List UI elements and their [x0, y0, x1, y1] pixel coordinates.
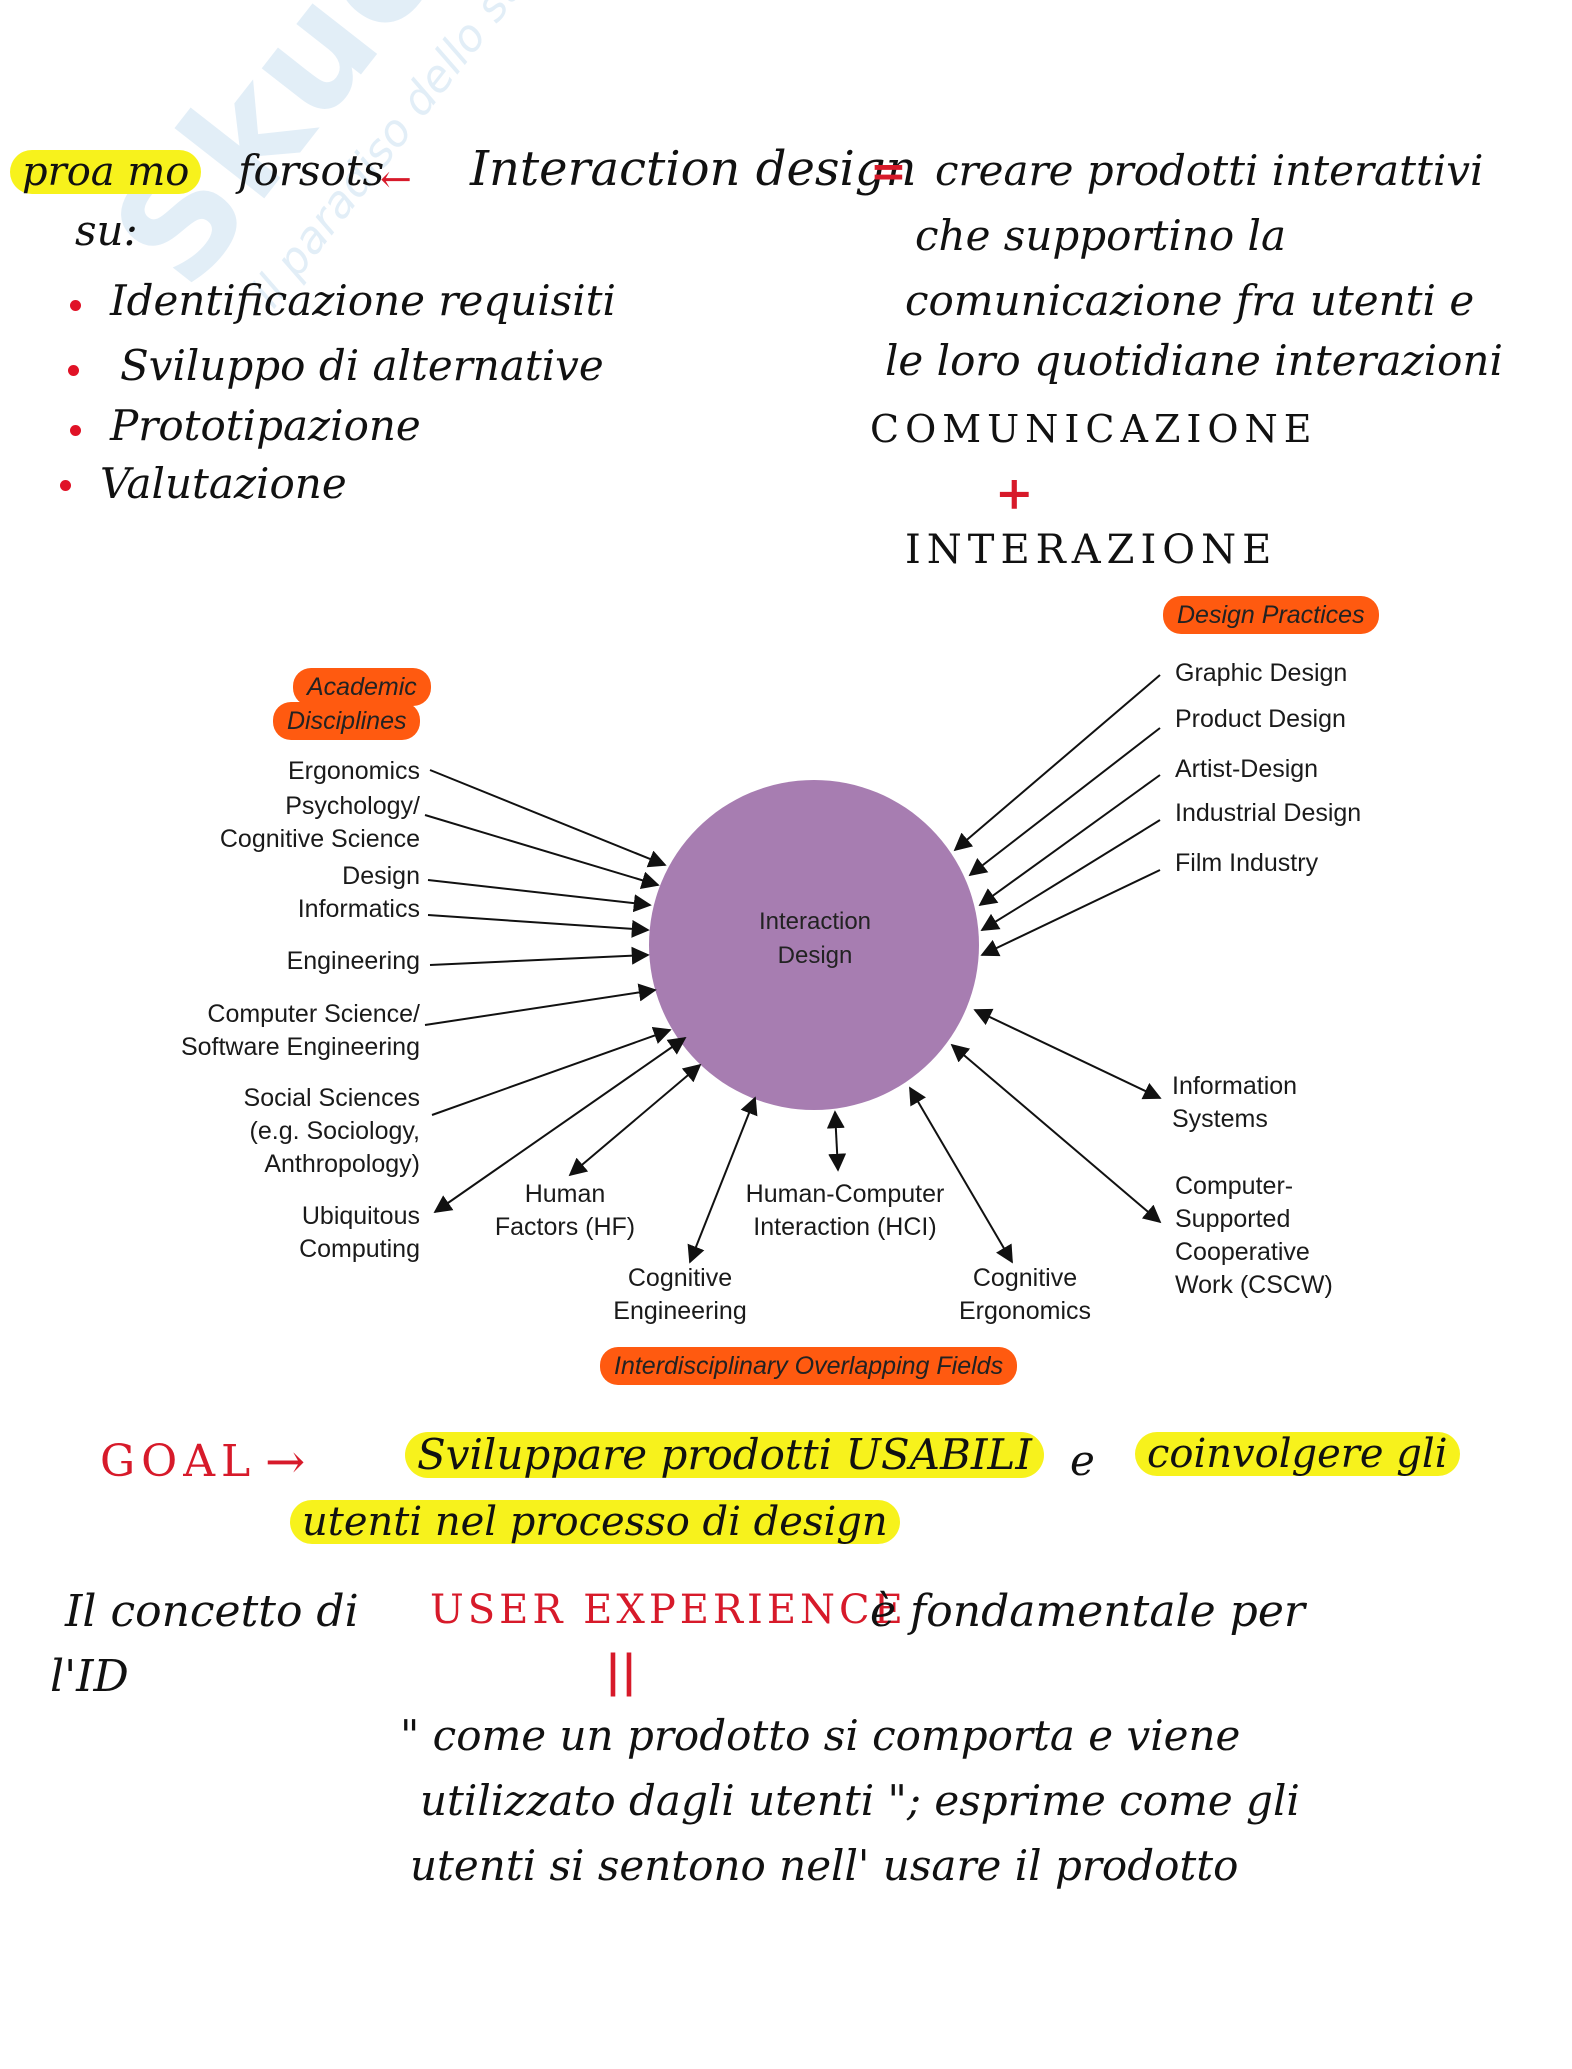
arrow-industrial-design: [980, 819, 1161, 931]
arrow-product-design: [968, 727, 1161, 877]
label-ergonomics: Ergonomics: [288, 757, 420, 785]
arrow-design: [427, 879, 652, 913]
arrow-artist-design: [978, 774, 1161, 907]
arrow-graphic-design: [953, 674, 1161, 852]
label-product-design: Product Design: [1175, 705, 1346, 733]
goal-label: GOAL: [100, 1436, 257, 1487]
arrow-cscw: [950, 1043, 1162, 1224]
quote-line: utilizzato dagli utenti "; esprime come …: [420, 1776, 1300, 1825]
bullet-item: Identificazione requisiti: [110, 276, 616, 325]
label-computer-science: Computer Science/ Software Engineering: [180, 1000, 420, 1061]
equals-sign: =: [870, 146, 907, 197]
label-social-sciences: Social Sciences (e.g. Sociology, Anthrop…: [243, 1084, 420, 1178]
arrow-info-sys: [973, 1008, 1162, 1100]
pill-disciplines: Disciplines: [273, 702, 421, 740]
arrow-ergonomics: [429, 769, 667, 868]
plus-sign: +: [995, 466, 1034, 520]
label-psychology: Psychology/ Cognitive Science: [219, 792, 420, 853]
label-industrial-design: Industrial Design: [1175, 799, 1362, 827]
center-label: Interaction Design: [758, 908, 872, 969]
goal-text-highlighted: utenti nel processo di design: [290, 1500, 900, 1544]
note-word-highlighted: proa mo: [10, 150, 202, 194]
label-hci: Human-Computer Interaction (HCI): [745, 1180, 945, 1241]
arrow-hf: [568, 1063, 702, 1177]
arrow-film-industry: [980, 869, 1161, 957]
label-engineering: Engineering: [286, 947, 420, 975]
goal-text-highlighted: Sviluppare prodotti USABILI: [405, 1432, 1044, 1478]
pill-design-practices: Design Practices: [1163, 596, 1379, 634]
ux-text: Il concetto di: [65, 1586, 359, 1637]
goal-text-highlighted: coinvolgere gli: [1135, 1432, 1460, 1476]
arrow-psychology: [424, 814, 660, 889]
interazione-word: INTERAZIONE: [905, 527, 1278, 573]
label-graphic-design: Graphic Design: [1175, 659, 1348, 687]
quote-line: " come un prodotto si comporta e viene: [400, 1711, 1241, 1760]
ux-term: USER EXPERIENCE: [430, 1587, 907, 1633]
goal-conjunction: e: [1070, 1436, 1095, 1485]
goal-arrow-icon: →: [265, 1434, 306, 1490]
bullet-item: Valutazione: [100, 459, 347, 508]
comunicazione-word: COMUNICAZIONE: [870, 407, 1318, 451]
label-information-systems: Information Systems: [1172, 1072, 1298, 1133]
label-cognitive-ergonomics: Cognitive Ergonomics: [959, 1264, 1091, 1325]
arrow-engineering: [429, 946, 650, 966]
note-word: su:: [75, 206, 138, 255]
arrow-left-icon: ←: [380, 157, 412, 201]
label-informatics: Informatics: [297, 895, 420, 923]
definition-line: creare prodotti interattivi: [935, 146, 1484, 195]
arrow-hci: [826, 1110, 847, 1172]
equivalence-mark: ||: [605, 1646, 638, 1697]
quote-line: utenti si sentono nell' usare il prodott…: [410, 1841, 1239, 1890]
bullet-item: Sviluppo di alternative: [120, 341, 604, 390]
bullet-dot: [68, 365, 79, 376]
arrow-cog-eng: [687, 1096, 758, 1264]
label-cscw: Computer- Supported Cooperative Work (CS…: [1175, 1172, 1333, 1299]
label-human-factors: Human Factors (HF): [494, 1180, 636, 1241]
pill-academic: Academic: [293, 668, 431, 706]
definition-line: comunicazione fra utenti e: [905, 276, 1475, 325]
label-ubiquitous: Ubiquitous Computing: [299, 1202, 420, 1263]
interaction-design-circle: [649, 780, 979, 1110]
bullet-dot: [60, 480, 71, 491]
ux-text: l'ID: [50, 1651, 129, 1702]
label-film-industry: Film Industry: [1175, 849, 1319, 877]
arrow-informatics: [427, 914, 650, 938]
arrow-computer-science: [424, 983, 657, 1026]
bullet-item: Prototipazione: [110, 401, 421, 450]
definition-line: le loro quotidiane interazioni: [885, 336, 1503, 385]
pill-overlapping-fields: Interdisciplinary Overlapping Fields: [600, 1347, 1018, 1385]
definition-line: che supportino la: [915, 211, 1286, 260]
ux-text: è fondamentale per: [870, 1586, 1305, 1637]
note-word: forsots: [238, 146, 385, 195]
bullet-dot: [70, 300, 81, 311]
note-title: Interaction design: [470, 141, 917, 197]
bullet-dot: [70, 425, 81, 436]
label-design: Design: [342, 862, 420, 890]
label-artist-design: Artist-Design: [1175, 755, 1319, 783]
label-cognitive-engineering: Cognitive Engineering: [613, 1264, 747, 1325]
